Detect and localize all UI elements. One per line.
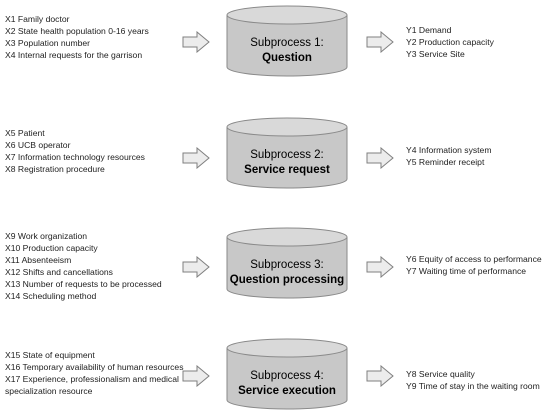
stage-3-outputs: Y6 Equity of access to performance Y7 Wa… — [406, 253, 548, 277]
input-x4: X4 Internal requests for the garrison — [5, 50, 143, 60]
input-x8: X8 Registration procedure — [5, 164, 105, 174]
stage-1-name: Question — [262, 52, 312, 64]
stage-1-input-arrow-icon — [182, 31, 210, 53]
output-y8: Y8 Service quality — [406, 369, 475, 379]
stage-4-title: Subprocess 4: — [250, 370, 324, 382]
input-x1: X1 Family doctor — [5, 14, 70, 24]
stage-1-cylinder: Subprocess 1: Question — [226, 5, 348, 77]
input-x12: X12 Shifts and cancellations — [5, 267, 113, 277]
input-x17: X17 Experience, professionalism and medi… — [5, 374, 179, 396]
output-y5: Y5 Reminder receipt — [406, 157, 485, 167]
input-x2: X2 State health population 0-16 years — [5, 26, 149, 36]
stage-4-outputs: Y8 Service quality Y9 Time of stay in th… — [406, 368, 548, 392]
output-y4: Y4 Information system — [406, 145, 492, 155]
output-y6: Y6 Equity of access to performance — [406, 254, 542, 264]
stage-3-output-arrow-icon — [366, 256, 394, 278]
input-x10: X10 Production capacity — [5, 243, 98, 253]
input-x16: X16 Temporary availability of human reso… — [5, 362, 184, 372]
input-x3: X3 Population number — [5, 38, 91, 48]
input-x13: X13 Number of requests to be processed — [5, 279, 162, 289]
stage-3-cylinder: Subprocess 3: Question processing — [226, 227, 348, 299]
stage-2-inputs: X5 Patient X6 UCB operator X7 Informatio… — [5, 127, 205, 175]
stage-1-output-arrow-icon — [366, 31, 394, 53]
input-x5: X5 Patient — [5, 128, 45, 138]
input-x15: X15 State of equipment — [5, 350, 95, 360]
stage-4-name: Service execution — [238, 385, 336, 397]
output-y3: Y3 Service Site — [406, 49, 465, 59]
stage-3-name: Question processing — [229, 274, 345, 286]
stage-4-output-arrow-icon — [366, 365, 394, 387]
stage-2-name: Service request — [244, 164, 330, 176]
stage-1-outputs: Y1 Demand Y2 Production capacity Y3 Serv… — [406, 24, 548, 60]
stage-2-outputs: Y4 Information system Y5 Reminder receip… — [406, 144, 548, 168]
stage-4-input-arrow-icon — [182, 365, 210, 387]
output-y7: Y7 Waiting time of performance — [406, 266, 527, 276]
input-x14: X14 Scheduling method — [5, 291, 97, 301]
stage-3-inputs: X9 Work organization X10 Production capa… — [5, 230, 205, 302]
output-y9: Y9 Time of stay in the waiting room — [406, 381, 540, 391]
input-x7: X7 Information technology resources — [5, 152, 145, 162]
stage-2-input-arrow-icon — [182, 147, 210, 169]
input-x11: X11 Absenteeism — [5, 255, 72, 265]
output-y1: Y1 Demand — [406, 25, 452, 35]
stage-3-input-arrow-icon — [182, 256, 210, 278]
stage-2-output-arrow-icon — [366, 147, 394, 169]
stage-4-inputs: X15 State of equipment X16 Temporary ava… — [5, 349, 205, 397]
input-x9: X9 Work organization — [5, 231, 88, 241]
stage-1-title: Subprocess 1: — [250, 37, 324, 49]
stage-3-title: Subprocess 3: — [250, 259, 324, 271]
stage-4-cylinder: Subprocess 4: Service execution — [226, 338, 348, 410]
output-y2: Y2 Production capacity — [406, 37, 494, 47]
stage-2-cylinder: Subprocess 2: Service request — [226, 117, 348, 189]
stage-1-inputs: X1 Family doctor X2 State health populat… — [5, 13, 205, 61]
stage-2-title: Subprocess 2: — [250, 149, 324, 161]
input-x6: X6 UCB operator — [5, 140, 71, 150]
